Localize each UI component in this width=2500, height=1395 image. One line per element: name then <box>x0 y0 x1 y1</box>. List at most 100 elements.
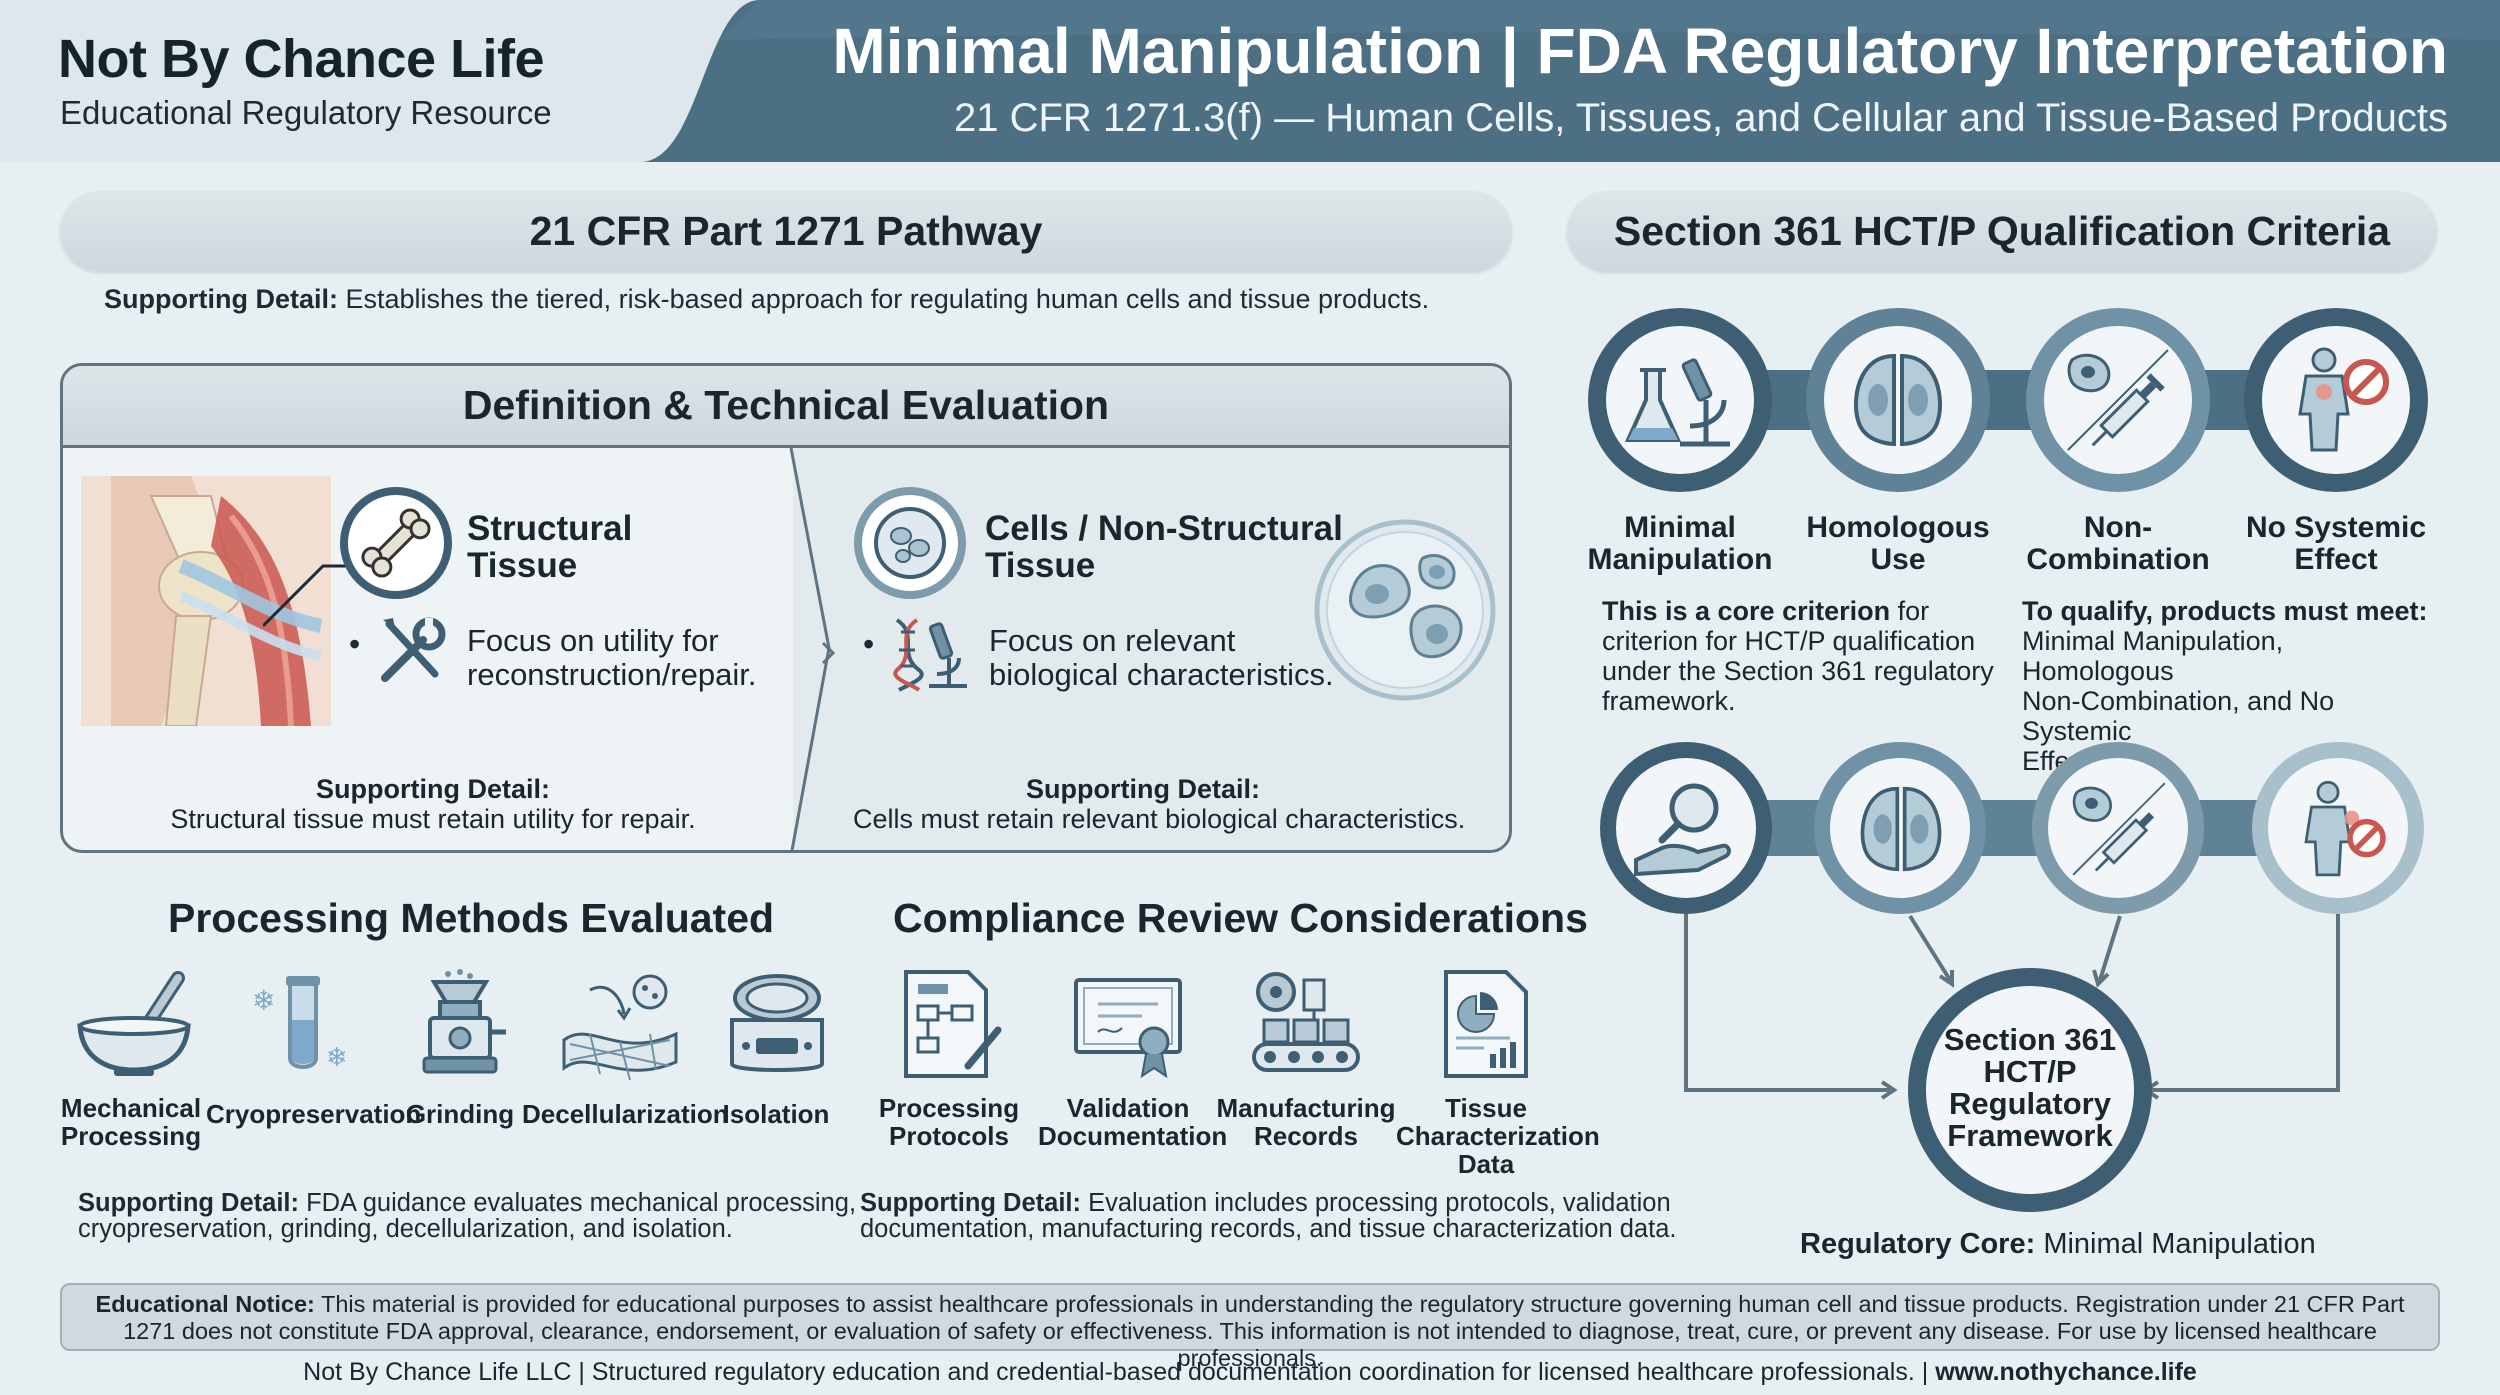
detail-text: Structural tissue must retain utility fo… <box>170 804 696 834</box>
processing-item-grinding: Grinding <box>405 1099 515 1129</box>
structural-tissue-title: Structural Tissue <box>467 510 632 584</box>
processing-detail: Supporting Detail: FDA guidance evaluate… <box>78 1190 856 1242</box>
text-line: Non-Combination, and No Systemic <box>2022 686 2335 746</box>
focus-line: reconstruction/repair. <box>467 657 757 692</box>
text-line: for <box>1890 596 1930 626</box>
label-line: Manufacturing <box>1216 1093 1396 1123</box>
test-tube-snowflake-icon: ❄ ❄ <box>252 976 348 1073</box>
structural-detail: Supporting Detail: Structural tissue mus… <box>143 774 723 834</box>
criterion-no-systemic-effect: No Systemic Effect <box>2236 512 2436 576</box>
compliance-detail: Supporting Detail: Evaluation includes p… <box>860 1190 1676 1242</box>
label-line: HCT/P <box>1983 1054 2077 1089</box>
bone-icon <box>340 487 452 599</box>
brand-subtitle: Educational Regulatory Resource <box>60 94 552 131</box>
detail-text: documentation, manufacturing records, an… <box>860 1215 1677 1243</box>
title-line: Tissue <box>467 546 578 585</box>
label-line: Characterization <box>1396 1121 1600 1151</box>
focus-line: Focus on utility for <box>467 623 719 658</box>
label-line: Combination <box>2026 543 2210 576</box>
body-no-symbol-icon <box>2298 347 2389 452</box>
label-line: Section 361 <box>1943 1022 2117 1057</box>
pathway-detail: Supporting Detail: Establishes the tiere… <box>104 284 1429 315</box>
label-line: Minimal <box>1624 511 1736 544</box>
cells-focus: Focus on relevant biological characteris… <box>989 624 1334 692</box>
title-line: Structural <box>467 509 633 548</box>
pathway-title: 21 CFR Part 1271 Pathway <box>60 191 1512 271</box>
detail-label: Supporting Detail: <box>78 1189 299 1217</box>
label-line: Data <box>1457 1149 1515 1179</box>
detail-label: Supporting Detail: <box>860 1189 1081 1217</box>
text-bold: To qualify, products must meet: <box>2022 596 2428 626</box>
cell-syringe-icon <box>2067 349 2169 451</box>
criterion-homologous-use: Homologous Use <box>1798 512 1998 576</box>
cells-detail: Supporting Detail: Cells must retain rel… <box>853 774 1466 834</box>
compliance-item-protocols: Processing Protocols <box>874 1094 1024 1150</box>
detail-label: Supporting Detail: <box>1026 774 1260 804</box>
detail-label: Supporting Detail: <box>316 774 550 804</box>
svg-text:❄: ❄ <box>252 984 275 1017</box>
label-line: Homologous <box>1806 511 1990 544</box>
label-line: Processing <box>878 1093 1020 1123</box>
detail-text: FDA guidance evaluates mechanical proces… <box>298 1189 857 1217</box>
detail-text: Evaluation includes processing protocols… <box>1080 1189 1671 1217</box>
tissue-mesh-icon <box>562 974 678 1080</box>
brand-name: Not By Chance Life <box>58 29 545 89</box>
criterion-minimal-manipulation: Minimal Manipulation <box>1580 512 1780 576</box>
page-title: Minimal Manipulation | FDA Regulatory In… <box>832 15 2448 87</box>
text-line: criterion for HCT/P qualification <box>1602 626 1976 656</box>
qualification-title: Section 361 HCT/P Qualification Criteria <box>1567 191 2437 271</box>
dna-microscope-icon <box>893 618 967 692</box>
footer-link[interactable]: www.nothychance.life <box>1935 1358 2197 1386</box>
label-line: No Systemic <box>2245 511 2427 544</box>
mortar-pestle-icon <box>77 971 191 1076</box>
core-value: Minimal Manipulation <box>2035 1228 2316 1260</box>
page-subtitle: 21 CFR 1271.3(f) — Human Cells, Tissues,… <box>953 96 2448 140</box>
criteria-chain-bottom <box>1600 742 2424 1212</box>
regulatory-core: Regulatory Core: Minimal Manipulation <box>1800 1228 2316 1261</box>
qualify-text: To qualify, products must meet: Minimal … <box>2022 596 2442 776</box>
definition-panel: Definition & Technical Evaluation Struct… <box>60 363 1512 853</box>
wrench-screwdriver-icon <box>381 617 446 682</box>
processing-item-decellularization: Decellularization <box>522 1099 729 1129</box>
lab-flask-microscope-icon <box>1624 358 1730 447</box>
page-header: Not By Chance Life Educational Regulator… <box>0 0 2500 162</box>
footer: Not By Chance Life LLC | Structured regu… <box>0 1358 2500 1387</box>
hand-magnifier-icon <box>1634 783 1731 877</box>
definition-title: Definition & Technical Evaluation <box>63 366 1509 448</box>
compliance-item-records: Manufacturing Records <box>1216 1094 1396 1150</box>
footer-text: Not By Chance Life LLC | Structured regu… <box>303 1358 1936 1386</box>
compliance-item-validation: Validation Documentation <box>1038 1093 1227 1150</box>
detail-label: Supporting Detail: <box>104 284 338 314</box>
title-line: Tissue <box>985 546 1096 585</box>
label-line: Non- <box>2083 511 2153 544</box>
grinder-icon <box>422 969 506 1074</box>
detail-text: Establishes the tiered, risk-based appro… <box>337 284 1430 314</box>
detail-text: Cells must retain relevant biological ch… <box>853 804 1466 834</box>
cell-division-icon <box>1854 353 1942 447</box>
focus-line: Focus on relevant <box>989 623 1236 658</box>
label-line: Framework <box>1947 1118 2113 1153</box>
svg-text:❄: ❄ <box>326 1043 348 1073</box>
processing-item-cryopreservation: Cryopreservation <box>206 1099 422 1129</box>
framework-label: Section 361 HCT/P Regulatory Framework <box>1930 1024 2130 1152</box>
processing-item-mechanical: Mechanical Processing <box>56 1094 206 1150</box>
text-line: framework. <box>1602 686 1736 716</box>
criterion-non-combination: Non- Combination <box>2018 512 2218 576</box>
flowchart-document-icon <box>904 970 1002 1078</box>
bullet-dot: • <box>863 626 875 662</box>
data-report-icon <box>1444 970 1528 1078</box>
structural-focus: Focus on utility for reconstruction/repa… <box>467 624 756 692</box>
label-line: Validation <box>1066 1093 1190 1123</box>
cell-division-icon <box>1860 786 1942 872</box>
centrifuge-icon <box>730 974 824 1072</box>
cell-petri-icon <box>854 487 966 599</box>
text-bold: This is a core criterion <box>1602 596 1891 626</box>
certificate-icon <box>1074 978 1182 1079</box>
label-line: Use <box>1870 543 1926 576</box>
compliance-title: Compliance Review Considerations <box>893 895 1588 941</box>
notice-text: This material is provided for educationa… <box>123 1291 2405 1371</box>
definition-divider <box>789 448 836 850</box>
title-line: Cells / Non-Structural <box>985 509 1343 548</box>
core-label: Regulatory Core: <box>1800 1228 2036 1260</box>
label-line: Effect <box>2294 543 2378 576</box>
